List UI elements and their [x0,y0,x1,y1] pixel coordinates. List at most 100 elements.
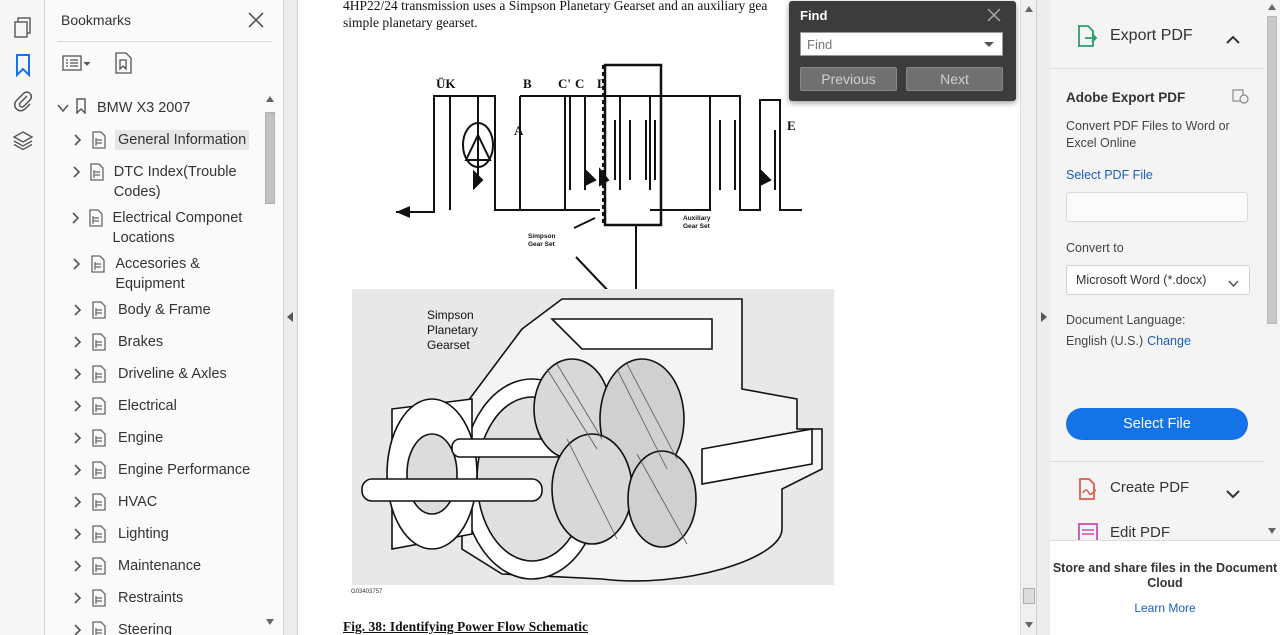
schematic-label-c: C [575,76,584,91]
schematic-label-auxiliary: Auxiliary [683,215,711,222]
document-language: Document Language: English (U.S.)Change [1066,310,1191,352]
bookmark-item-label: Body & Frame [118,302,211,318]
edit-pdf-tool[interactable]: Edit PDF [1050,513,1264,540]
tools-pane [1050,0,1280,635]
chevron-right-icon[interactable] [71,428,85,448]
schematic-label-d: D [597,76,606,91]
chevron-right-icon[interactable] [71,396,85,416]
chevron-right-icon[interactable] [71,300,85,320]
bookmark-item-driveline-axles[interactable]: Driveline & Axles [71,364,263,384]
tools-pane-scrollbar[interactable] [1264,0,1280,540]
bookmark-item-electrical[interactable]: Electrical [71,396,263,416]
bookmark-item-label: Engine Performance [118,462,251,478]
chevron-right-icon[interactable] [71,556,85,576]
bookmark-page-icon [91,620,109,635]
bookmark-item-label: DTC Index(Trouble Codes) [113,164,237,200]
bookmark-item-label: Brakes [118,334,164,350]
bookmark-icon[interactable] [9,51,37,79]
chevron-down-icon[interactable] [984,42,994,47]
bookmark-page-icon [91,332,109,352]
chevron-right-icon[interactable] [71,254,84,274]
chevron-right-icon[interactable] [71,620,85,635]
divider [1050,461,1264,462]
bookmark-item-label: Maintenance [118,558,202,574]
create-pdf-icon [1077,477,1099,505]
export-pdf-header[interactable]: Export PDF [1050,0,1264,68]
chevron-down-icon[interactable] [57,99,69,118]
export-pdf-icon [1076,24,1098,52]
bookmark-item-maintenance[interactable]: Maintenance [71,556,263,576]
bookmark-item-general-information[interactable]: General Information [71,130,263,150]
select-pdf-file-link[interactable]: Select PDF File [1066,168,1153,182]
right-pane-splitter[interactable] [1036,0,1050,635]
chevron-right-icon[interactable] [71,364,85,384]
close-icon[interactable] [987,7,1001,22]
bookmark-item-lighting[interactable]: Lighting [71,524,263,544]
bookmark-item-brakes[interactable]: Brakes [71,332,263,352]
pages-icon[interactable] [9,14,37,42]
bookmark-icon [75,98,87,118]
figure-caption: Fig. 38: Identifying Power Flow Schemati… [343,619,588,634]
figure-code: G03403757 [351,589,383,595]
find-title: Find [800,8,828,23]
bookmark-root[interactable]: BMW X3 2007 [57,98,191,118]
chevron-right-icon[interactable] [71,130,85,150]
convert-to-select[interactable]: Microsoft Word (*.docx) [1066,265,1250,295]
schematic-label-a: A [514,123,524,138]
next-button[interactable]: Next [906,67,1003,91]
bookmarks-scrollbar[interactable] [263,92,277,630]
schematic-label-uk: ÜK [436,76,456,91]
chevron-right-icon[interactable] [71,162,83,182]
adobe-export-title: Adobe Export PDF [1066,90,1186,105]
layers-icon[interactable] [9,126,37,154]
bookmark-item-steering[interactable]: Steering [71,620,263,635]
learn-more-link[interactable]: Learn More [1134,601,1196,615]
document-scrollbar[interactable] [1020,0,1036,635]
chevron-right-icon[interactable] [71,524,85,544]
bookmark-item-restraints[interactable]: Restraints [71,588,263,608]
find-input[interactable]: Find [800,32,1003,56]
close-icon[interactable] [246,10,266,30]
chevron-right-icon[interactable] [71,492,85,512]
cloud-files-icon[interactable] [1231,88,1249,108]
new-bookmark-icon[interactable] [113,51,137,75]
convert-to-value: Microsoft Word (*.docx) [1076,273,1207,287]
chevron-right-icon[interactable] [71,460,85,480]
divider [57,41,272,42]
bookmark-item-dtc-index-trouble-codes[interactable]: DTC Index(Trouble Codes) [71,162,263,202]
chevron-down-icon[interactable] [1226,484,1240,503]
gearset-label-line: Planetary [427,323,478,337]
adobe-export-description: Convert PDF Files to Word or Excel Onlin… [1066,119,1230,150]
find-dialog: Find Find Previous Next [789,1,1016,101]
bookmark-page-icon [90,254,106,274]
chevron-up-icon[interactable] [1226,30,1240,49]
change-language-link[interactable]: Change [1147,334,1191,348]
bookmark-item-hvac[interactable]: HVAC [71,492,263,512]
bookmark-item-body-frame[interactable]: Body & Frame [71,300,263,320]
bookmark-options-button[interactable] [61,52,95,74]
schematic-label-c-prime: C' [558,76,571,91]
document-cloud-promo: Store and share files in the Document Cl… [1050,540,1280,635]
left-pane-splitter[interactable] [284,0,298,635]
chevron-right-icon[interactable] [71,208,82,228]
create-pdf-tool[interactable]: Create PDF [1050,468,1264,508]
bookmark-item-accesories-equipment[interactable]: Accesories & Equipment [71,254,263,294]
schematic-label-e: E [787,118,796,133]
previous-button[interactable]: Previous [800,67,897,91]
document-text-line: simple planetary gearset. [343,15,478,30]
export-pdf-title: Export PDF [1110,27,1193,44]
bookmark-item-engine[interactable]: Engine [71,428,263,448]
bookmark-page-icon [89,162,105,182]
scroll-thumb[interactable] [265,112,275,204]
bookmark-item-engine-performance[interactable]: Engine Performance [71,460,263,480]
bookmark-item-electrical-componet-locations[interactable]: Electrical Componet Locations [71,208,263,248]
gearset-label-line: Gearset [427,338,470,352]
chevron-right-icon[interactable] [71,588,85,608]
selected-file-field[interactable] [1066,192,1248,222]
scroll-thumb[interactable] [1023,588,1035,604]
chevron-right-icon[interactable] [71,332,85,352]
scroll-thumb[interactable] [1267,16,1277,324]
select-file-button[interactable]: Select File [1066,408,1248,440]
attachment-icon[interactable] [9,87,37,115]
bookmark-item-label: General Information [115,130,250,150]
